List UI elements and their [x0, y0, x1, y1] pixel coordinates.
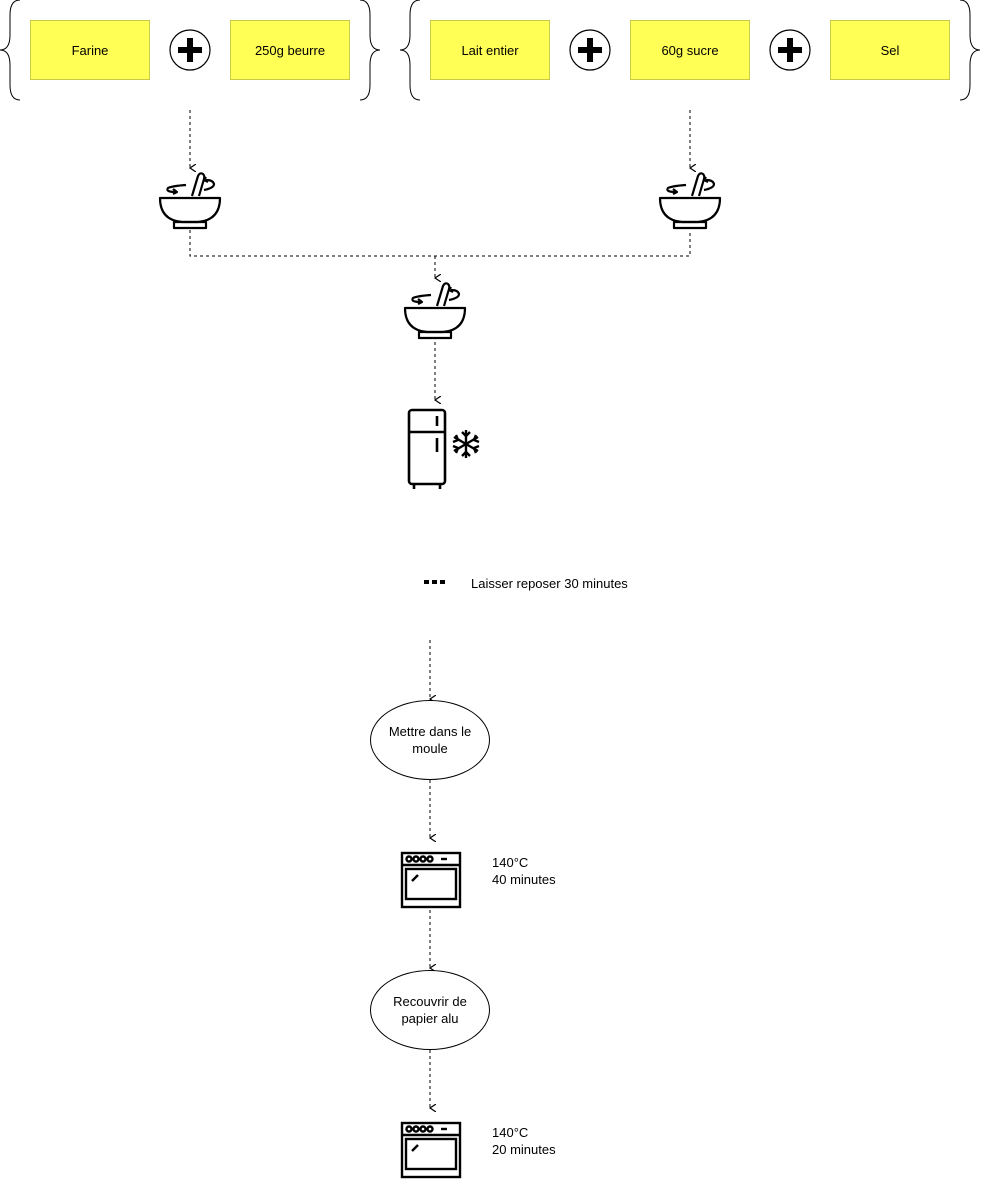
- snowflake-icon: [452, 430, 480, 458]
- right-brace-group-1: [359, 0, 381, 101]
- bake-1-temp: 140°C: [492, 855, 529, 870]
- oven-icon: [400, 1121, 462, 1179]
- ingredient-box-farine: Farine: [30, 20, 150, 80]
- ingredient-box-lait: Lait entier: [430, 20, 550, 80]
- mixing-bowl-icon: [158, 172, 222, 230]
- left-brace-group-1: [0, 0, 21, 101]
- mixing-bowl-icon: [403, 282, 467, 340]
- bake-1-time: 40 minutes: [492, 872, 556, 887]
- ingredient-box-sel: Sel: [830, 20, 950, 80]
- bake-2-time: 20 minutes: [492, 1142, 556, 1157]
- oven-icon: [400, 851, 462, 909]
- plus-icon: [169, 29, 211, 71]
- rest-note: Laisser reposer 30 minutes: [471, 576, 628, 591]
- ellipsis-icon: [424, 580, 445, 584]
- right-brace-group-2: [959, 0, 981, 101]
- line-bowls-merge: [189, 230, 691, 257]
- step-mold-label: Mettre dans le moule: [388, 724, 472, 756]
- step-mold: Mettre dans le moule: [370, 700, 490, 780]
- mixing-bowl-icon: [658, 172, 722, 230]
- refrigerator-icon: [407, 408, 447, 489]
- bake-2-temp: 140°C: [492, 1125, 529, 1140]
- plus-icon: [569, 29, 611, 71]
- ingredient-box-sucre: 60g sucre: [630, 20, 750, 80]
- plus-icon: [769, 29, 811, 71]
- left-brace-group-2: [399, 0, 421, 101]
- step-cover-label: Recouvrir de papier alu: [393, 994, 467, 1026]
- ingredient-box-beurre: 250g beurre: [230, 20, 350, 80]
- step-cover: Recouvrir de papier alu: [370, 970, 490, 1050]
